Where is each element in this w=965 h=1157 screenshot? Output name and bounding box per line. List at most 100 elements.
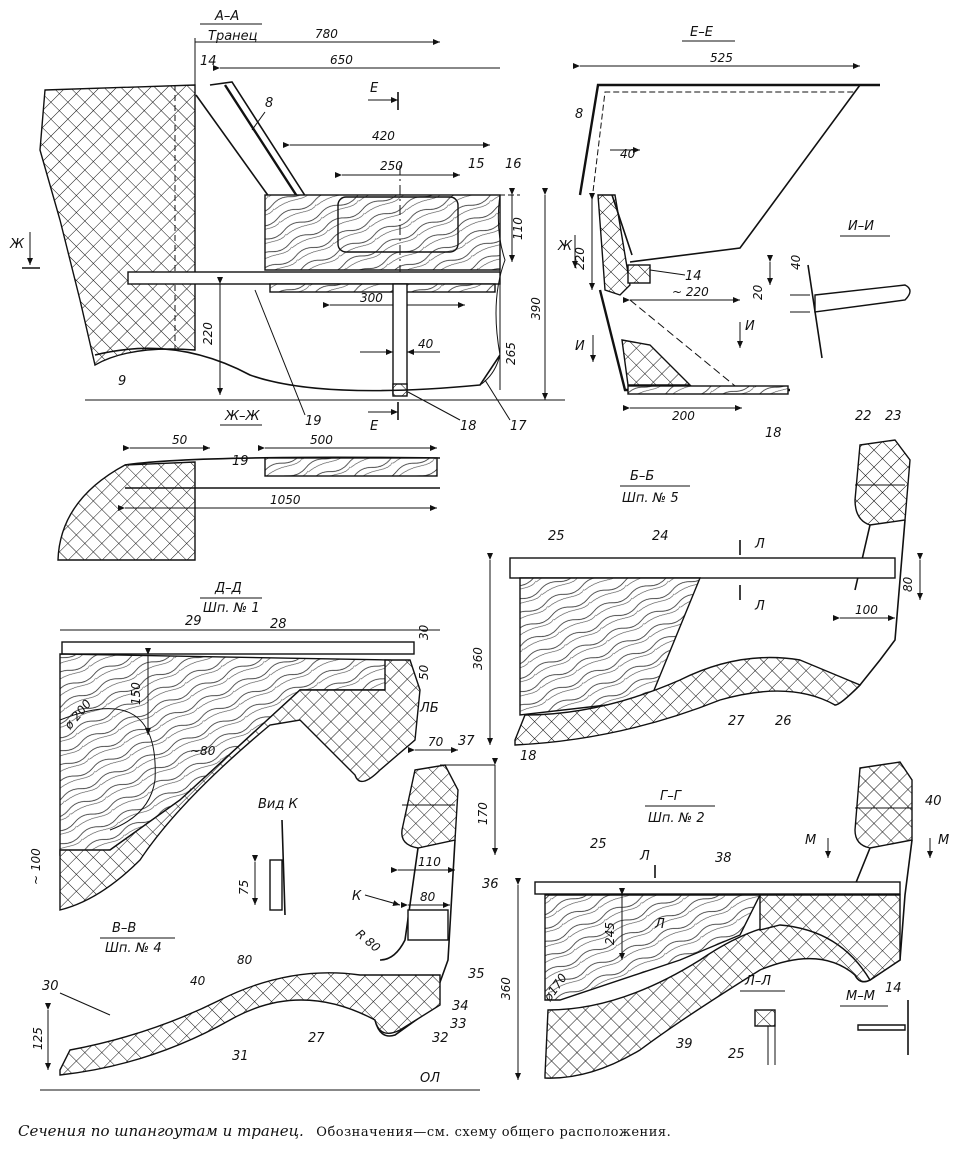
- section-gg: Г–Г Шп. № 2 360 245 ø170 25 38 39 40 Л Л…: [499, 761, 949, 1080]
- section-aa-title: А–А: [214, 9, 239, 24]
- mark-l2: Л: [754, 599, 765, 614]
- part-16: 16: [505, 157, 522, 172]
- section-dd-title: Д–Д: [214, 581, 242, 596]
- part-14c: 14: [885, 981, 902, 996]
- part-25c: 25: [728, 1047, 745, 1062]
- dim-300: 300: [360, 291, 383, 305]
- part-30: 30: [42, 979, 59, 994]
- mark-zh2: Ж: [557, 239, 573, 254]
- dim-100b: ~ 100: [29, 848, 43, 885]
- dim-390: 390: [529, 297, 543, 320]
- section-ee: Е–Е 525 40 220 ~ 220 20 200 8 14 18 Ж И …: [557, 25, 880, 441]
- part-15: 15: [468, 157, 485, 172]
- mark-k: К: [352, 889, 362, 904]
- part-38: 38: [715, 851, 732, 866]
- part-19b: 19: [232, 454, 249, 469]
- dim-1050: 1050: [270, 493, 301, 507]
- section-aa-subtitle: Транец: [208, 29, 258, 44]
- section-zhzh: Ж–Ж 50 500 1050 19: [57, 409, 441, 561]
- dim-40c: 40: [789, 254, 803, 270]
- part-32: 32: [432, 1031, 449, 1046]
- dim-80c: 80: [420, 890, 436, 904]
- dim-75: 75: [237, 880, 251, 895]
- part-28: 28: [270, 617, 287, 632]
- dim-r80: R 80: [353, 927, 383, 956]
- dim-500: 500: [310, 433, 333, 447]
- figure-caption: Сечения по шпангоутам и транец. Обозначе…: [18, 1122, 948, 1140]
- section-dd-subtitle: Шп. № 1: [203, 601, 260, 616]
- part-17: 17: [510, 419, 527, 434]
- section-bb-subtitle: Шп. № 5: [622, 491, 679, 506]
- part-29: 29: [185, 614, 202, 629]
- dim-20: 20: [751, 284, 765, 300]
- part-24: 24: [652, 529, 669, 544]
- section-bb: Б–Б Шп. № 5 360 80 100 25 24 22 23 18 27…: [471, 409, 923, 764]
- section-mm: М–М 14: [840, 981, 909, 1055]
- dim-110: 110: [511, 217, 525, 240]
- section-vidk-title: Вид К: [258, 797, 298, 812]
- dim-420: 420: [372, 129, 395, 143]
- dim-220c: ~ 220: [672, 285, 709, 299]
- part-27b: 27: [308, 1031, 325, 1046]
- dim-50b: 50: [417, 664, 431, 680]
- part-35: 35: [468, 967, 485, 982]
- dim-80a: 80: [901, 576, 915, 592]
- section-ii-title: И–И: [848, 219, 874, 234]
- dim-150: 150: [129, 682, 143, 705]
- section-vv-title: В–В: [112, 921, 136, 936]
- mark-e1: Е: [370, 81, 379, 96]
- part-36: 36: [482, 877, 499, 892]
- dim-170: 170: [476, 802, 490, 825]
- part-39: 39: [676, 1037, 693, 1052]
- mark-m2: М: [938, 833, 949, 848]
- dim-100a: 100: [855, 603, 878, 617]
- mark-l4: Л: [654, 917, 665, 932]
- section-dd: Д–Д Шп. № 1 30 50 150 ø 200 ~80 ~ 100 29…: [29, 581, 440, 911]
- mark-lb: ЛБ: [419, 701, 439, 716]
- part-9: 9: [118, 374, 126, 389]
- dim-30: 30: [417, 624, 431, 640]
- dim-245: 245: [603, 922, 617, 945]
- dim-80b: ~80: [190, 744, 216, 758]
- dim-525: 525: [710, 51, 733, 65]
- part-23: 23: [885, 409, 902, 424]
- part-31: 31: [232, 1049, 249, 1064]
- part-27a: 27: [728, 714, 745, 729]
- caption-sub: Обозначения—см. схему общего расположени…: [316, 1125, 672, 1140]
- part-33: 33: [450, 1017, 467, 1032]
- section-ll-title: Л–Л: [744, 974, 771, 989]
- section-zhzh-title: Ж–Ж: [224, 409, 261, 424]
- transom-block: [39, 84, 196, 367]
- part-25b: 25: [590, 837, 607, 852]
- dim-650: 650: [330, 53, 353, 67]
- mark-l3: Л: [639, 849, 650, 864]
- part-18c: 18: [520, 749, 537, 764]
- part-18a: 18: [460, 419, 477, 434]
- dim-200: 200: [672, 409, 695, 423]
- part-37: 37: [458, 734, 475, 749]
- section-aa: А–А Транец 780 650 420 250 110 390: [9, 9, 565, 434]
- mark-zh1: Ж: [9, 237, 25, 252]
- part-34: 34: [452, 999, 469, 1014]
- part-25a: 25: [548, 529, 565, 544]
- section-ee-title: Е–Е: [690, 25, 714, 40]
- dim-250: 250: [380, 159, 403, 173]
- dim-360b: 360: [499, 977, 513, 1000]
- mark-i1: И: [575, 339, 585, 354]
- dim-125: 125: [31, 1027, 45, 1050]
- mark-m1: М: [805, 833, 816, 848]
- part-26: 26: [775, 714, 792, 729]
- section-vv-subtitle: Шп. № 4: [105, 941, 162, 956]
- mark-ol: ОЛ: [420, 1071, 440, 1086]
- section-vv: В–В Шп. № 4 170 70 110 80 К R 80 ОЛ 125 …: [31, 734, 499, 1091]
- mark-i2: И: [745, 319, 755, 334]
- dim-40a: 40: [418, 337, 434, 351]
- part-19a: 19: [305, 414, 322, 429]
- part-40b: 40: [925, 794, 942, 809]
- dim-40d: 40: [190, 974, 206, 988]
- dim-80d: 80: [237, 953, 253, 967]
- dim-265: 265: [504, 342, 518, 365]
- section-bb-title: Б–Б: [630, 469, 654, 484]
